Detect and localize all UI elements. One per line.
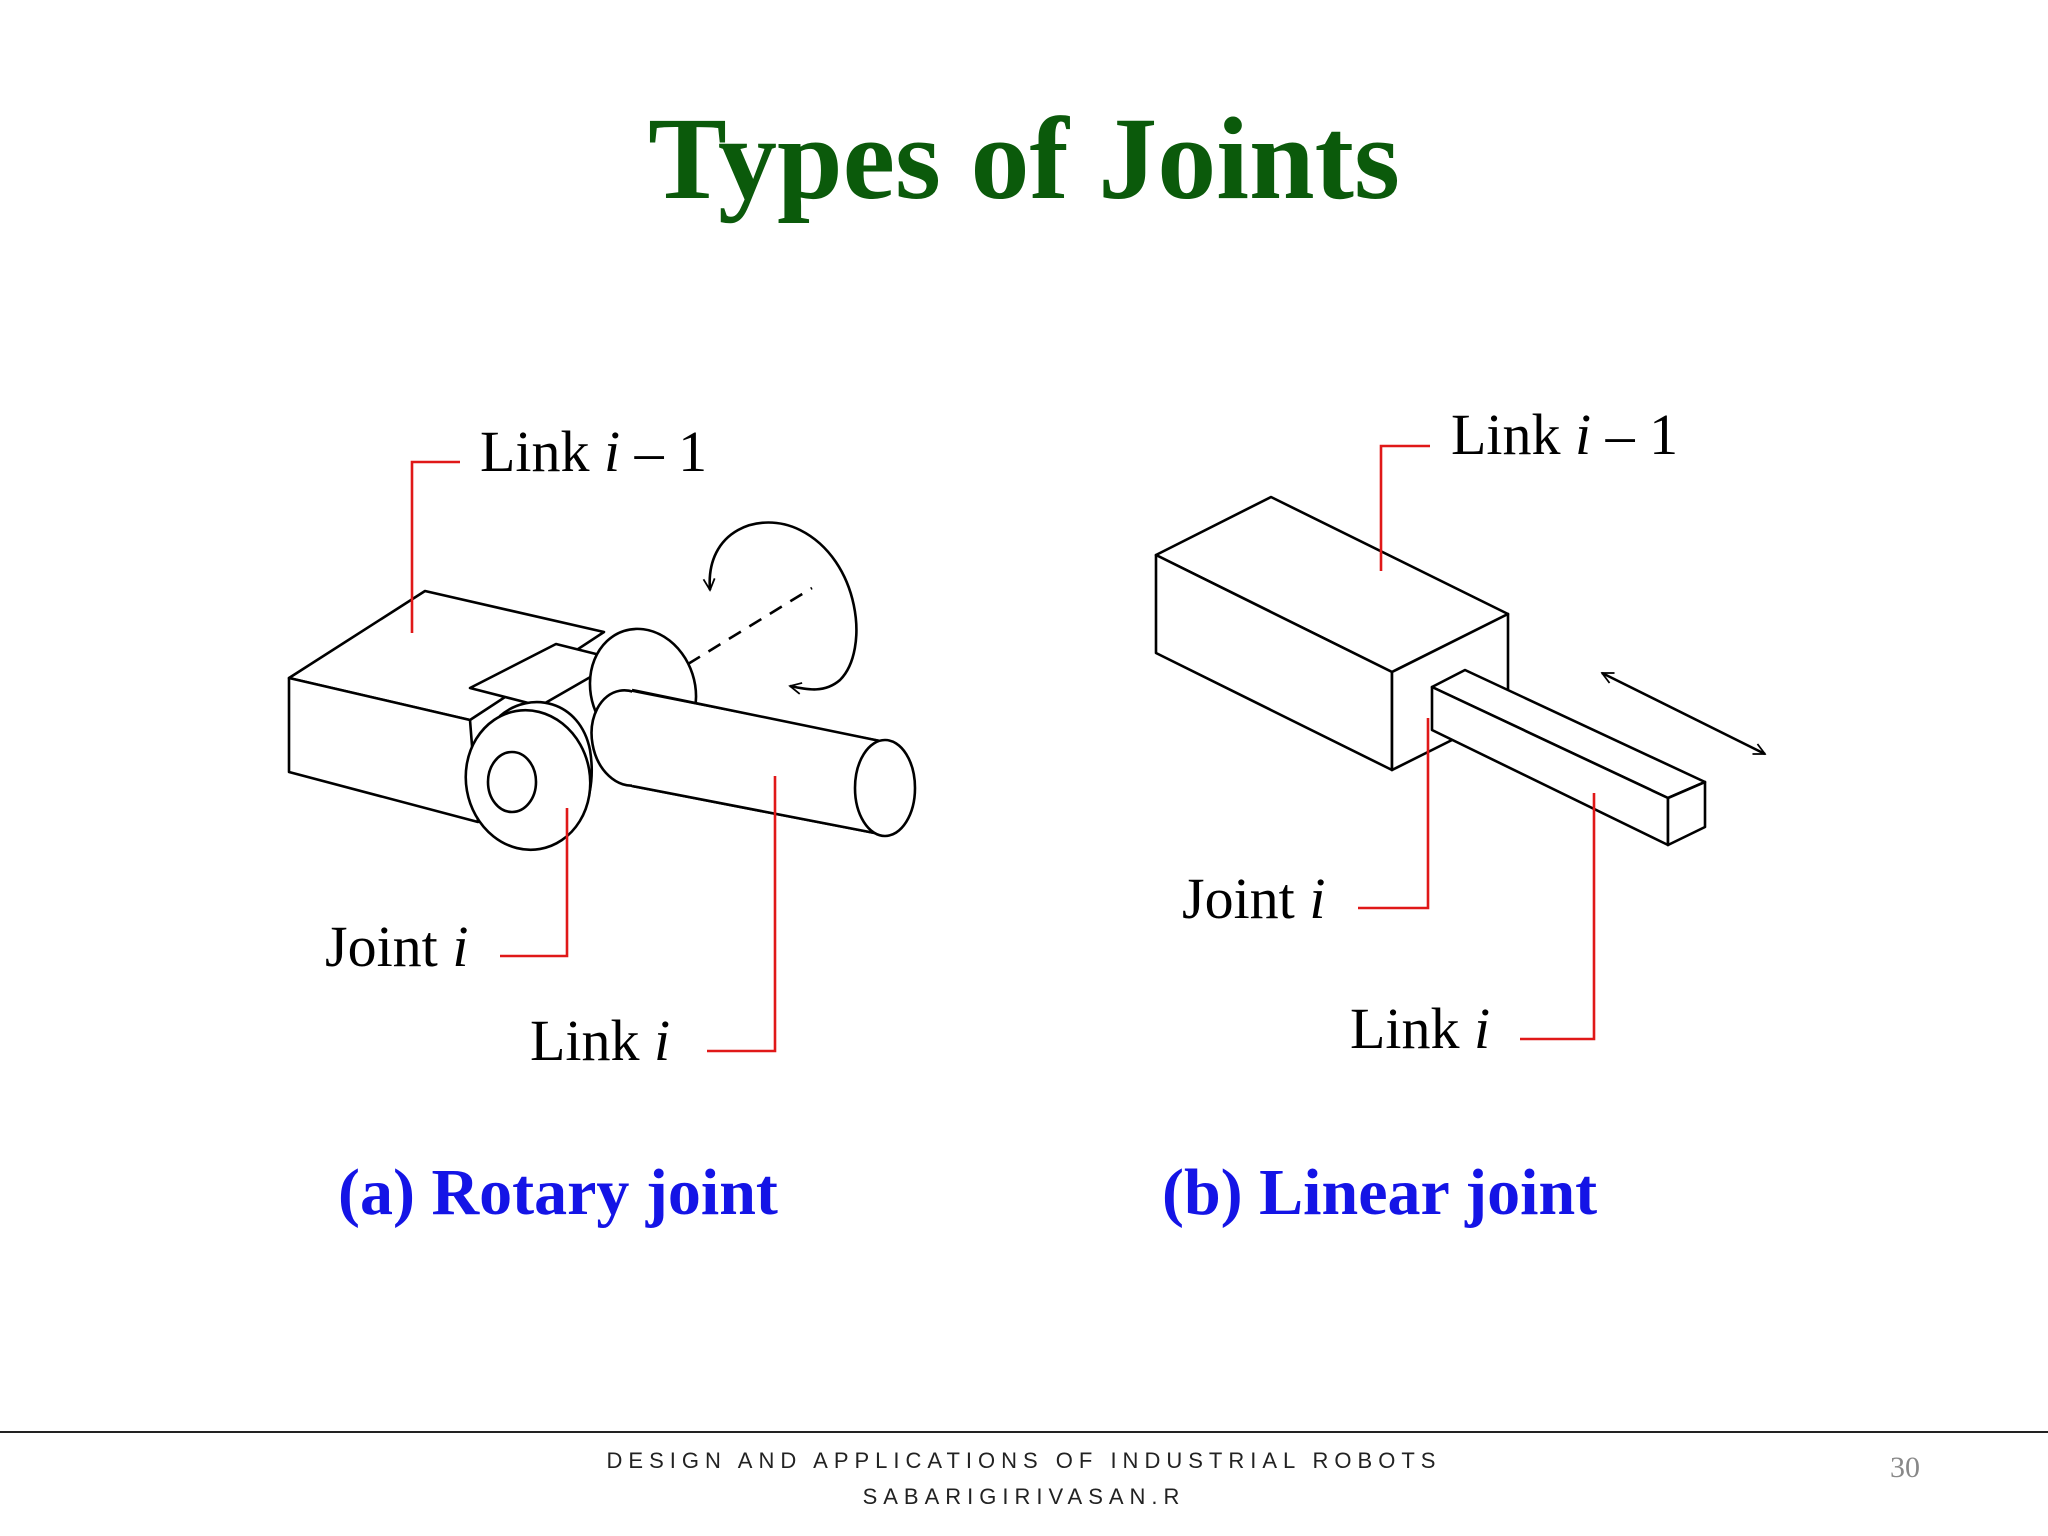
rotary-joint-figure [287, 521, 917, 852]
linear-bar-end [1666, 780, 1707, 847]
linear-joint-label: Joint i [1182, 866, 1326, 931]
rotary-link-prev-leader [410, 460, 460, 633]
rotary-rotation-arrow [710, 521, 858, 690]
rotary-leaders [410, 460, 777, 1053]
linear-link-prev-label: Link i – 1 [1451, 402, 1679, 467]
linear-joint-figure [1154, 495, 1765, 847]
linear-link-leader [1520, 793, 1596, 1041]
linear-caption: (b) Linear joint [1162, 1156, 1598, 1229]
footer-author: SABARIGIRIVASAN.R [862, 1484, 1186, 1509]
slide-title: Types of Joints [648, 93, 1400, 224]
rotary-link-cover [632, 692, 885, 835]
linear-motion-arrow [1602, 671, 1765, 756]
linear-joint-leader [1358, 718, 1430, 910]
rotary-link-leader [707, 776, 777, 1053]
rotary-pin-hole [486, 750, 538, 814]
rotary-link-label: Link i [530, 1008, 671, 1073]
rotary-caption: (a) Rotary joint [338, 1156, 778, 1229]
footer-course-title: DESIGN AND APPLICATIONS OF INDUSTRIAL RO… [606, 1448, 1442, 1473]
rotary-joint-label: Joint i [325, 914, 469, 979]
rotary-link-prev-front [287, 676, 480, 824]
linear-link-label: Link i [1350, 996, 1491, 1061]
footer-divider [0, 1431, 2048, 1433]
rotary-link-prev-label: Link i – 1 [480, 419, 708, 484]
linear-link-prev-leader [1379, 444, 1430, 571]
page-number: 30 [1890, 1451, 1920, 1484]
rotary-link-end [853, 738, 917, 838]
rotary-joint-leader [500, 808, 569, 958]
rotary-axis [687, 586, 813, 666]
linear-leaders [1358, 444, 1596, 1041]
